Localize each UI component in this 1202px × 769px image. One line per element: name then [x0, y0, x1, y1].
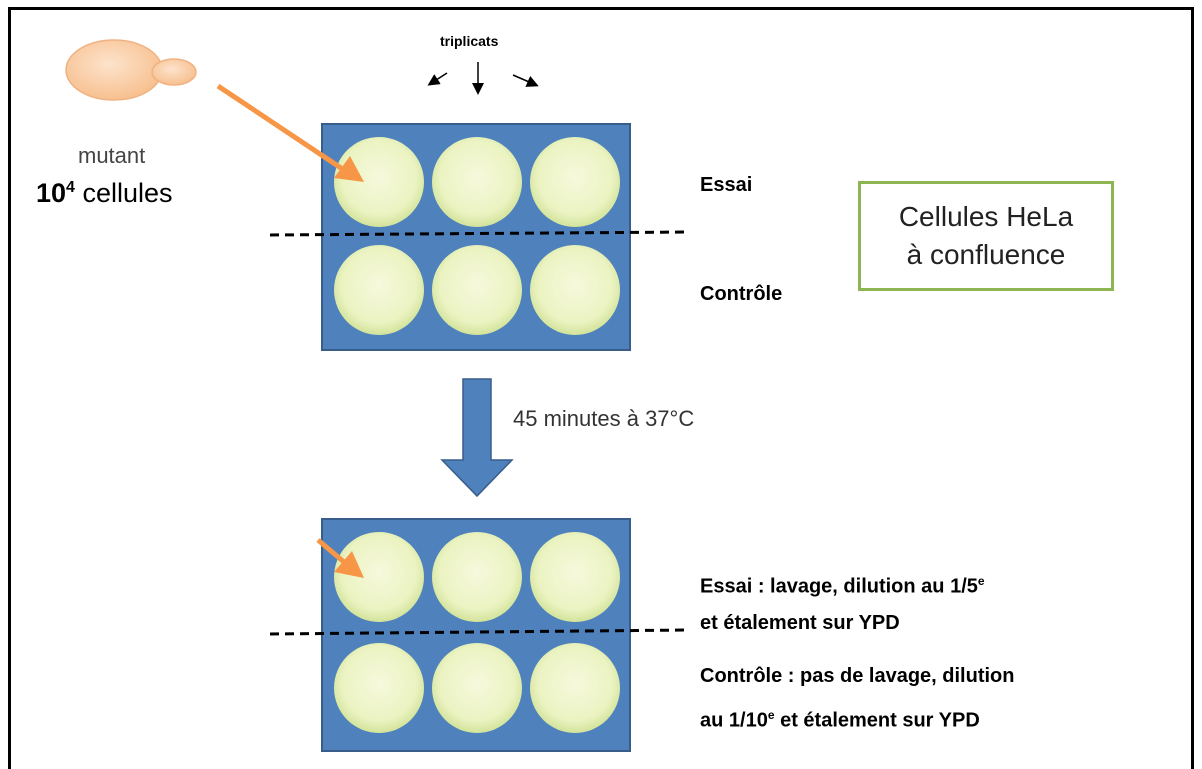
well [432, 532, 522, 622]
cell-count-label: 104 cellules [36, 178, 173, 209]
well [530, 532, 620, 622]
control-protocol-text-end: et étalement sur YPD [774, 709, 980, 732]
ordinal-suffix: e [977, 574, 985, 588]
well [432, 137, 522, 227]
triplicate-arrows [427, 62, 539, 95]
hela-line-2: à confluence [906, 239, 1066, 270]
count-unit: cellules [82, 178, 173, 208]
control-protocol-line-1: Contrôle : pas de lavage, dilution [700, 665, 1015, 687]
count-exponent: 4 [66, 179, 75, 196]
well [530, 245, 620, 335]
well [334, 137, 424, 227]
well [432, 643, 522, 733]
row-test-label: Essai [700, 174, 753, 196]
well [530, 137, 620, 227]
inoculation-arrow [316, 538, 364, 578]
arrow-left-icon [427, 72, 448, 86]
triplicates-label: triplicats [440, 33, 499, 49]
separator-line [269, 230, 691, 237]
well [334, 532, 424, 622]
well [334, 643, 424, 733]
plate-2 [321, 518, 631, 752]
incubation-label: 45 minutes à 37°C [513, 406, 695, 431]
hela-line-1: Cellules HeLa [898, 201, 1074, 232]
count-base: 10 [36, 178, 67, 208]
strain-label: mutant [78, 143, 146, 168]
ordinal-suffix: e [767, 708, 775, 722]
inoculation-arrow [216, 83, 364, 182]
well [530, 643, 620, 733]
figure-frame [8, 7, 1194, 769]
test-protocol-text: Essai : lavage, dilution au 1/5 [700, 575, 978, 598]
yeast-cell-icon [65, 39, 197, 101]
well [334, 245, 424, 335]
plate-1 [321, 123, 631, 351]
control-protocol-text: au 1/10 [700, 709, 768, 732]
test-protocol-line-2: et étalement sur YPD [700, 611, 900, 634]
test-protocol-line-1: Essai : lavage, dilution au 1/5e [700, 563, 985, 605]
row-control-label: Contrôle [700, 283, 783, 305]
control-protocol-label: Contrôle : pas de lavage, dilution au 1/… [700, 657, 1014, 741]
well [432, 245, 522, 335]
process-arrow-icon [440, 378, 514, 498]
control-protocol-line-2: au 1/10e et étalement sur YPD [700, 696, 1014, 741]
separator-line [269, 628, 691, 636]
arrow-right-icon [512, 74, 539, 87]
test-protocol-label: Essai : lavage, dilution au 1/5e et étal… [700, 563, 985, 641]
hela-cells-box: Cellules HeLa à confluence [858, 181, 1114, 291]
